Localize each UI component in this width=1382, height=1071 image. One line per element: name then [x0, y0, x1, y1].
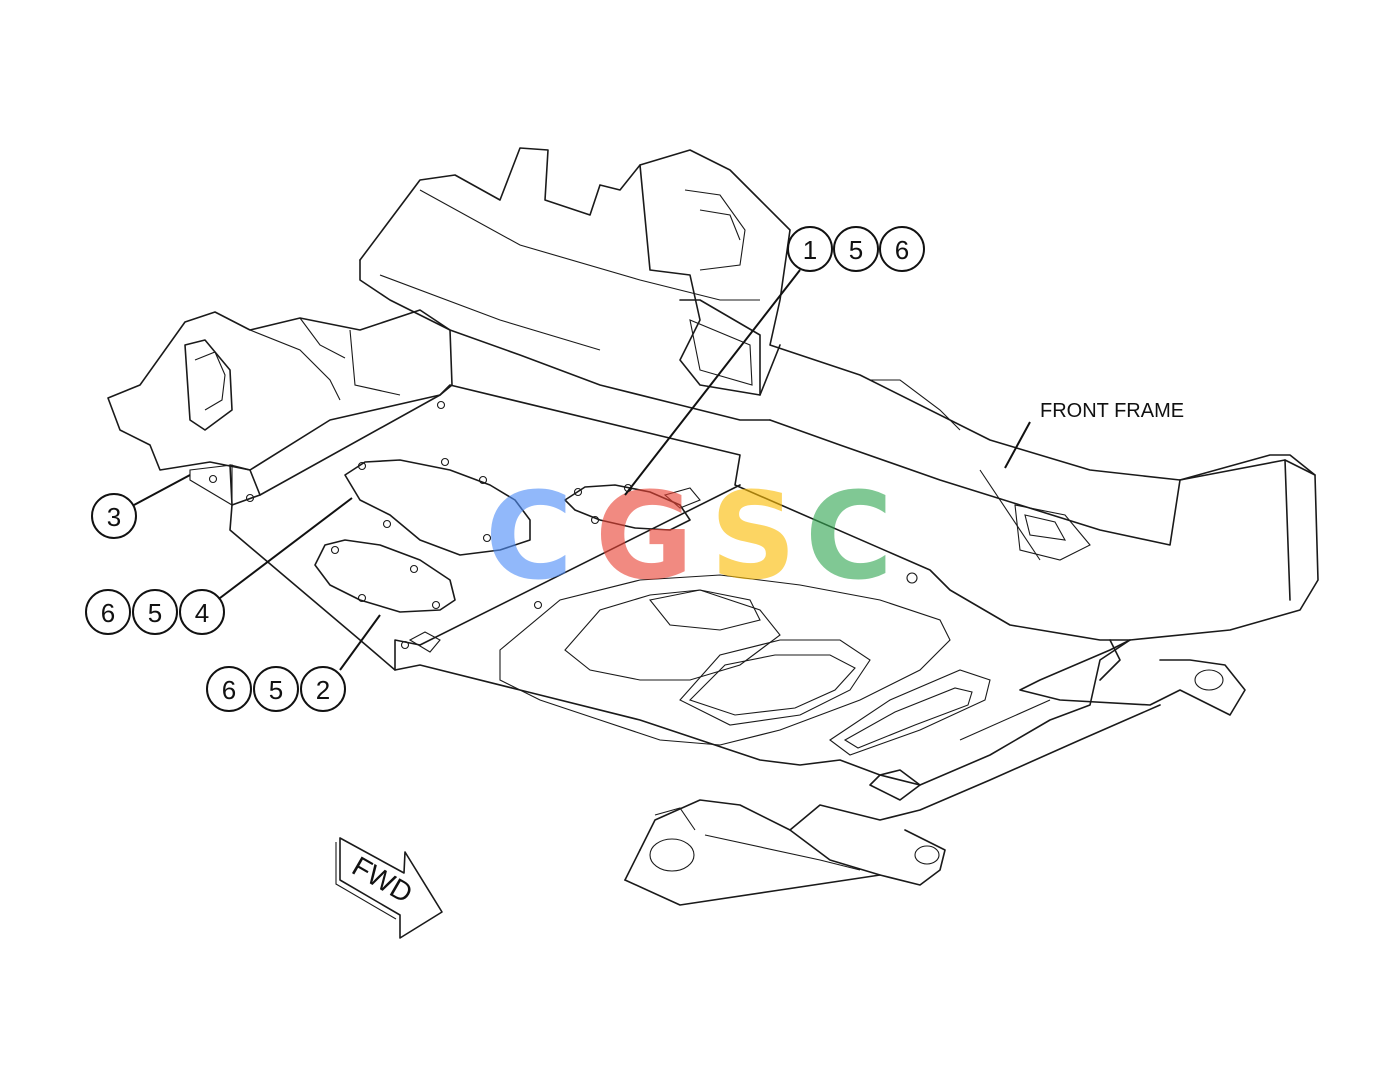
watermark-letter-c2: C [805, 468, 893, 607]
fwd-arrow-shape [339, 837, 443, 939]
leader-654 [219, 497, 353, 599]
callout-circle [85, 589, 131, 635]
front-frame-label: FRONT FRAME [1040, 400, 1184, 422]
callout-circle [91, 493, 137, 539]
callout-circle [879, 226, 925, 272]
callout-number: 5 [148, 598, 162, 628]
fwd-label: FWD [347, 850, 418, 909]
leader-652 [339, 614, 381, 671]
frame-structure [107, 147, 1319, 641]
callout-number: 1 [803, 235, 817, 265]
callout-number: 6 [222, 675, 236, 705]
callout-number: 6 [101, 598, 115, 628]
callout-3: 3 [91, 493, 137, 539]
callout-circle [132, 589, 178, 635]
callout-number: 3 [107, 502, 121, 532]
callout-circle [787, 226, 833, 272]
lower-frame [624, 639, 1246, 906]
leader-lines [133, 269, 1031, 671]
guard-plate [189, 384, 1131, 786]
callout-circle [253, 666, 299, 712]
callout-number: 5 [849, 235, 863, 265]
callout-number: 5 [269, 675, 283, 705]
watermark: C G S C [485, 468, 893, 607]
watermark-letter-s: S [710, 468, 796, 607]
leader-front-frame [1004, 421, 1031, 469]
watermark-letter-c1: C [485, 468, 573, 607]
callout-circle [179, 589, 225, 635]
callout-6-5-4: 6 5 4 [85, 589, 225, 635]
leader-156 [624, 269, 801, 496]
callout-circle [206, 666, 252, 712]
callout-circle [833, 226, 879, 272]
callout-number: 2 [316, 675, 330, 705]
watermark-letter-g: G [595, 468, 694, 607]
callout-number: 4 [195, 598, 209, 628]
callout-circle [300, 666, 346, 712]
callout-6-5-2: 6 5 2 [206, 666, 346, 712]
callout-1-5-6: 1 5 6 [787, 226, 925, 272]
callout-number: 6 [895, 235, 909, 265]
leader-3 [133, 474, 191, 506]
fwd-arrow: FWD [335, 837, 443, 939]
